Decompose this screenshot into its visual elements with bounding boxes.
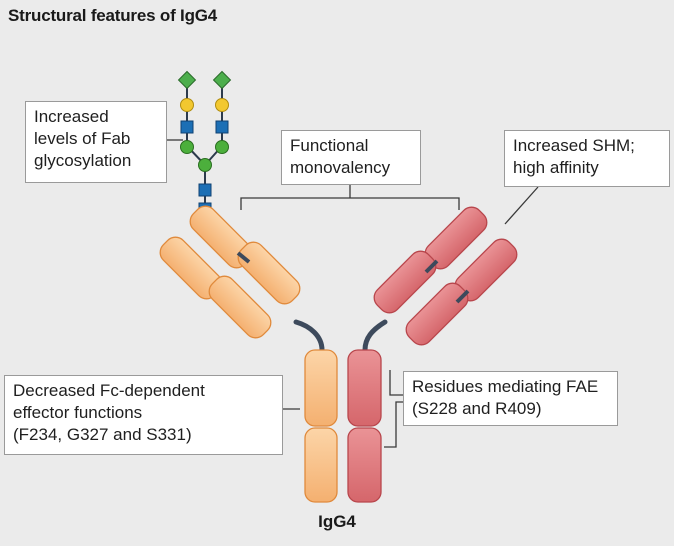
callout-line: Residues mediating FAE	[412, 377, 599, 396]
shm-pointer	[504, 186, 539, 225]
molecule-label: IgG4	[318, 512, 356, 531]
figure-title: Structural features of IgG4	[8, 6, 218, 25]
fc-orange-upper	[304, 349, 338, 427]
mannose-circle-icon	[215, 140, 229, 154]
fc-red-upper	[347, 349, 382, 427]
callout-line: Functional	[290, 136, 369, 155]
callout-functional-monovalency: Functional monovalency	[281, 130, 421, 185]
callout-increased-shm: Increased SHM; high affinity	[504, 130, 670, 187]
fc-orange-lower	[304, 427, 338, 503]
right-fab-arm	[373, 206, 518, 346]
glycan-structure	[177, 70, 232, 218]
callout-residues-fae: Residues mediating FAE (S228 and R409)	[403, 371, 618, 426]
fucose-diamond-icon	[177, 70, 197, 90]
sialic-acid-diamond-icon	[212, 70, 232, 90]
galactose-circle-icon	[215, 98, 229, 112]
glcnac-square-icon	[215, 120, 229, 134]
left-fab-arm	[159, 205, 301, 339]
callout-line: glycosylation	[34, 151, 132, 170]
mannose-circle-icon	[180, 140, 194, 154]
fae-leader-lower	[384, 401, 403, 448]
mannose-circle-icon	[198, 158, 212, 172]
fc-region	[304, 349, 382, 503]
glcnac-square-icon	[180, 120, 194, 134]
callout-line: monovalency	[290, 158, 391, 177]
monovalency-bracket	[240, 197, 460, 210]
callout-line: Increased	[34, 107, 109, 126]
callout-fab-glycosylation: Increased levels of Fab glycosylation	[25, 101, 167, 183]
callout-decreased-fc: Decreased Fc-dependent effector function…	[4, 375, 283, 455]
callout-line: levels of Fab	[34, 129, 131, 148]
callout-line: high affinity	[513, 158, 599, 177]
glcnac-square-icon	[198, 183, 212, 197]
callout-line: (S228 and R409)	[412, 399, 542, 418]
connector-lines	[167, 139, 539, 448]
fae-leader-upper	[389, 370, 403, 396]
callout-line: effector functions	[13, 403, 143, 422]
callout-line: Increased SHM;	[513, 136, 635, 155]
callout-line: Decreased Fc-dependent	[13, 381, 205, 400]
fc-red-lower	[347, 427, 382, 503]
callout-line: (F234, G327 and S331)	[13, 425, 192, 444]
galactose-circle-icon	[180, 98, 194, 112]
